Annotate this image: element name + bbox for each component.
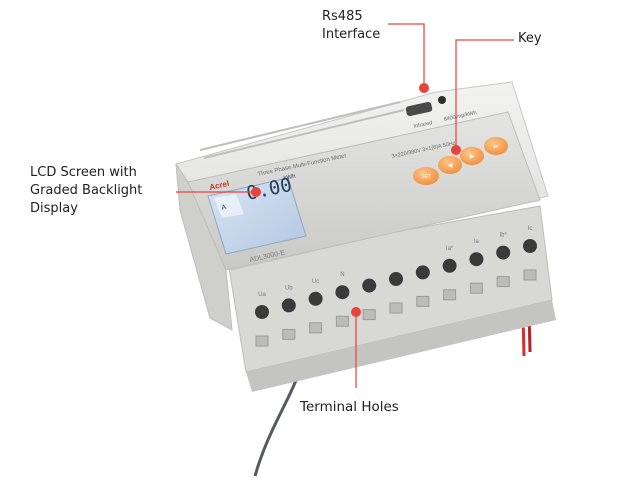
infrared-label: Infrared	[413, 120, 433, 130]
terminal-label: Uc	[312, 279, 319, 285]
top-vents	[199, 101, 405, 159]
terminal-hole	[523, 269, 537, 281]
rs485-callout-line-1: Rs485	[322, 9, 363, 24]
callout-lines	[176, 23, 514, 388]
terminal-screws: Ua Ub Uc N Ia* Ia Ib* Ic	[255, 226, 537, 347]
key-callout-line	[455, 39, 514, 150]
terminal-screw	[335, 285, 350, 300]
rs485-port[interactable]	[405, 101, 433, 117]
enter-button[interactable]: ↵	[484, 137, 508, 155]
rs485-callout-line	[388, 23, 425, 88]
terminal-screw	[281, 298, 296, 313]
lcd-callout-label: LCD Screen with Graded Backlight Display	[30, 164, 142, 218]
terminal-label: Ub	[285, 285, 293, 291]
terminal-hole	[469, 282, 483, 294]
set-button[interactable]: SET	[413, 167, 439, 185]
terminal-hole	[309, 322, 323, 334]
lcd-callout-line-2: Graded Backlight	[30, 183, 143, 198]
rs485-callout-line-2: Interface	[322, 27, 381, 42]
terminal-block-base	[246, 300, 556, 392]
housing-side	[175, 163, 233, 331]
key-dot	[451, 145, 461, 155]
lcd-corner-symbol: A	[221, 204, 227, 212]
callout-dots	[251, 83, 461, 317]
terminal-screw	[442, 258, 457, 273]
lcd-dot	[251, 187, 261, 197]
terminal-hole	[496, 276, 510, 288]
left-button-label: ◀	[448, 163, 453, 169]
terminal-hole	[255, 335, 269, 347]
terminal-screw	[523, 239, 537, 253]
terminal-label: Ia	[474, 239, 480, 245]
terminal-screw	[308, 291, 323, 306]
terminal-screw	[496, 245, 511, 260]
set-button-label: SET	[421, 174, 431, 180]
lcd-callout-line-1: LCD Screen with	[30, 165, 137, 180]
right-button[interactable]: ▶	[460, 147, 484, 165]
terminal-hole	[443, 289, 457, 301]
key-callout-label: Key	[518, 31, 542, 46]
terminal-label: N	[340, 272, 344, 278]
terminal-dot	[351, 307, 361, 317]
key-buttons: SET ◀ ▶ ↵	[413, 137, 508, 185]
infrared-window	[438, 96, 446, 104]
terminal-callout-label: Terminal Holes	[300, 399, 399, 415]
terminal-label: Ib*	[500, 233, 508, 239]
terminal-screw	[415, 265, 430, 280]
right-button-label: ▶	[470, 154, 475, 160]
terminal-hole	[362, 309, 376, 321]
brand-logo: Acrel	[209, 179, 230, 192]
terminal-hole	[416, 295, 430, 307]
terminal-hole	[282, 328, 296, 340]
left-button[interactable]: ◀	[438, 156, 462, 174]
rs485-callout-label: Rs485 Interface	[322, 8, 380, 44]
terminal-screw	[255, 305, 269, 319]
terminal-hole	[389, 302, 403, 314]
terminal-screw	[389, 272, 403, 286]
terminal-screw	[469, 252, 484, 267]
lcd-unit: kWh	[283, 174, 296, 182]
terminal-label: Ic	[528, 226, 533, 232]
terminal-screw	[362, 278, 377, 293]
rs485-dot	[419, 83, 429, 93]
enter-button-label: ↵	[493, 144, 499, 151]
terminal-hole	[335, 315, 349, 327]
lcd-highlight	[214, 194, 244, 218]
terminal-label: Ia*	[446, 246, 454, 252]
lcd-callout-line-3: Display	[30, 201, 78, 216]
terminal-label: Ua	[258, 292, 266, 298]
